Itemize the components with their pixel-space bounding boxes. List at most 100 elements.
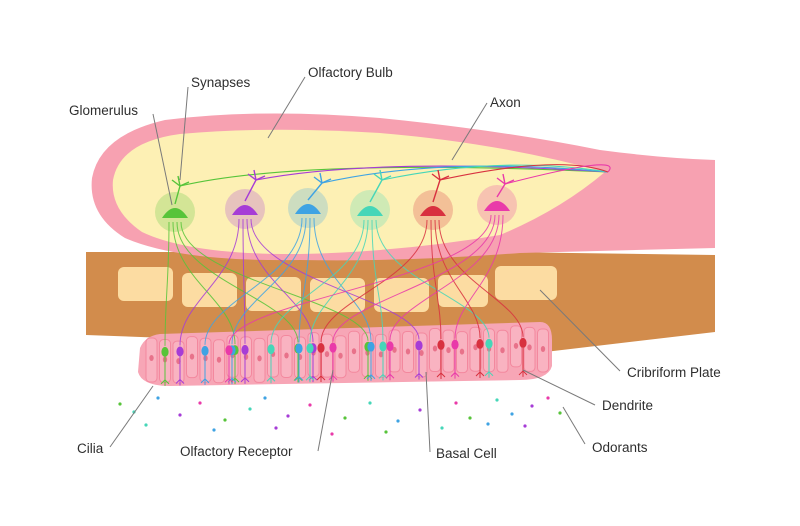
receptor-axon xyxy=(231,217,307,345)
mitral-cell-dendrites xyxy=(369,169,392,203)
olfactory-receptor-cell xyxy=(329,342,337,353)
epithelial-cell-nucleus xyxy=(324,351,330,358)
label-olfactory-bulb: Olfactory Bulb xyxy=(308,65,393,80)
glomerulus-dome xyxy=(484,201,510,211)
receptor-axon xyxy=(250,218,420,340)
mitral-cell-dendrites xyxy=(307,172,332,201)
olfactory-receptor-cell xyxy=(476,339,484,349)
olfactory-receptor-cell xyxy=(176,346,184,357)
epithelial-cell-nucleus xyxy=(459,348,465,355)
olfactory-receptor-cell xyxy=(161,346,169,357)
epithelial-cell-nucleus xyxy=(446,347,451,354)
olfactory-receptor-cell xyxy=(386,341,394,352)
olfactory-receptor-cell xyxy=(485,338,493,349)
odorant-dot xyxy=(286,414,290,418)
epithelial-cell-nucleus xyxy=(257,355,262,362)
epithelial-cell-nucleus xyxy=(216,356,222,363)
odorant-dot xyxy=(248,407,252,411)
odorant-dot xyxy=(530,404,534,408)
receptor-axon xyxy=(438,219,524,337)
leader-synapses xyxy=(179,86,189,181)
odorant-dot xyxy=(486,422,490,426)
olfactory-receptor-cell xyxy=(415,340,423,351)
odorant-dot xyxy=(198,401,202,405)
label-basal-cell: Basal Cell xyxy=(436,446,497,461)
glomerulus-dome xyxy=(162,208,188,218)
receptor-axon xyxy=(164,221,170,346)
odorant-dot xyxy=(263,396,267,400)
cilia xyxy=(305,353,315,383)
odorant-dot xyxy=(440,426,444,430)
odorant-particles xyxy=(118,396,562,436)
odorant-dot xyxy=(368,401,372,405)
epithelial-cell-nucleus xyxy=(338,352,343,359)
odorant-dot xyxy=(454,401,458,405)
olfactory-receptor-cell xyxy=(379,341,387,352)
olfactory-receptor-cell xyxy=(451,339,459,350)
label-axon: Axon xyxy=(490,95,521,110)
leader-cribriform-plate xyxy=(539,289,621,372)
label-olfactory-receptor: Olfactory Receptor xyxy=(180,444,293,459)
cribriform-pores xyxy=(118,266,557,312)
label-cribriform-plate: Cribriform Plate xyxy=(627,365,721,380)
odorant-dot xyxy=(396,419,400,423)
epithelial-cell-nucleus xyxy=(284,352,289,359)
receptor-axon xyxy=(434,219,481,339)
label-glomerulus: Glomerulus xyxy=(69,103,139,118)
leader-axon xyxy=(451,102,488,161)
receptor-axon xyxy=(313,217,372,341)
leader-olfactory-receptor xyxy=(317,369,334,452)
cilia xyxy=(450,349,460,379)
odorant-dot xyxy=(546,396,550,400)
epithelial-cell-nucleus xyxy=(419,350,424,356)
epithelial-cell-nucleus xyxy=(473,344,478,351)
receptor-axon xyxy=(430,219,442,339)
odorant-dot xyxy=(418,408,422,412)
cilia xyxy=(484,348,494,378)
cilia xyxy=(316,352,326,382)
cilia xyxy=(414,350,424,380)
cilia xyxy=(266,354,276,384)
receptor-axon xyxy=(246,218,314,343)
receptor-axon xyxy=(228,214,492,345)
receptor-axon xyxy=(320,219,428,342)
receptor-axon xyxy=(332,214,496,342)
receptor-axon xyxy=(371,219,384,341)
olfactory-receptor-cell xyxy=(519,337,527,348)
glomerulus-dome xyxy=(295,204,321,214)
axon-fiber xyxy=(255,165,609,181)
receptor-axon xyxy=(454,214,504,339)
olfactory-receptor-cell xyxy=(317,342,325,353)
cilia xyxy=(385,351,395,381)
mitral-cell-dendrites xyxy=(496,173,515,198)
olfactory-neurons xyxy=(155,164,611,386)
epithelial-cell-nucleus xyxy=(500,347,505,354)
label-odorants: Odorants xyxy=(592,440,648,455)
axon-fiber xyxy=(381,164,609,181)
label-cilia: Cilia xyxy=(77,441,104,456)
cilia xyxy=(224,355,234,385)
cilia xyxy=(294,353,304,383)
axon-fiber xyxy=(439,164,609,181)
olfactory-receptor-cell xyxy=(306,343,314,354)
odorant-dot xyxy=(308,403,312,407)
leader-dendrite xyxy=(522,369,596,406)
epithelial-cell-nucleus xyxy=(540,345,546,352)
epithelial-cell-nucleus xyxy=(392,346,397,353)
receptor-axon xyxy=(180,221,369,341)
epithelial-cell-nucleus xyxy=(432,345,438,352)
olfactory-receptor-cell xyxy=(437,339,445,350)
epithelial-cell-nucleus xyxy=(149,355,154,361)
cilia xyxy=(475,349,485,378)
leader-glomerulus xyxy=(152,113,173,206)
mitral-cell-dendrites xyxy=(171,175,190,205)
receptor-axon xyxy=(389,214,500,341)
epithelial-cell-nucleus xyxy=(378,351,384,358)
receptor-axon xyxy=(270,219,365,344)
odorant-dot xyxy=(468,416,472,420)
glomerulus-dome xyxy=(357,206,383,216)
olfactory-receptor-cell xyxy=(295,343,303,354)
odorant-dot xyxy=(523,424,527,428)
receptor-axon xyxy=(309,219,369,343)
odorant-dot xyxy=(330,432,334,436)
